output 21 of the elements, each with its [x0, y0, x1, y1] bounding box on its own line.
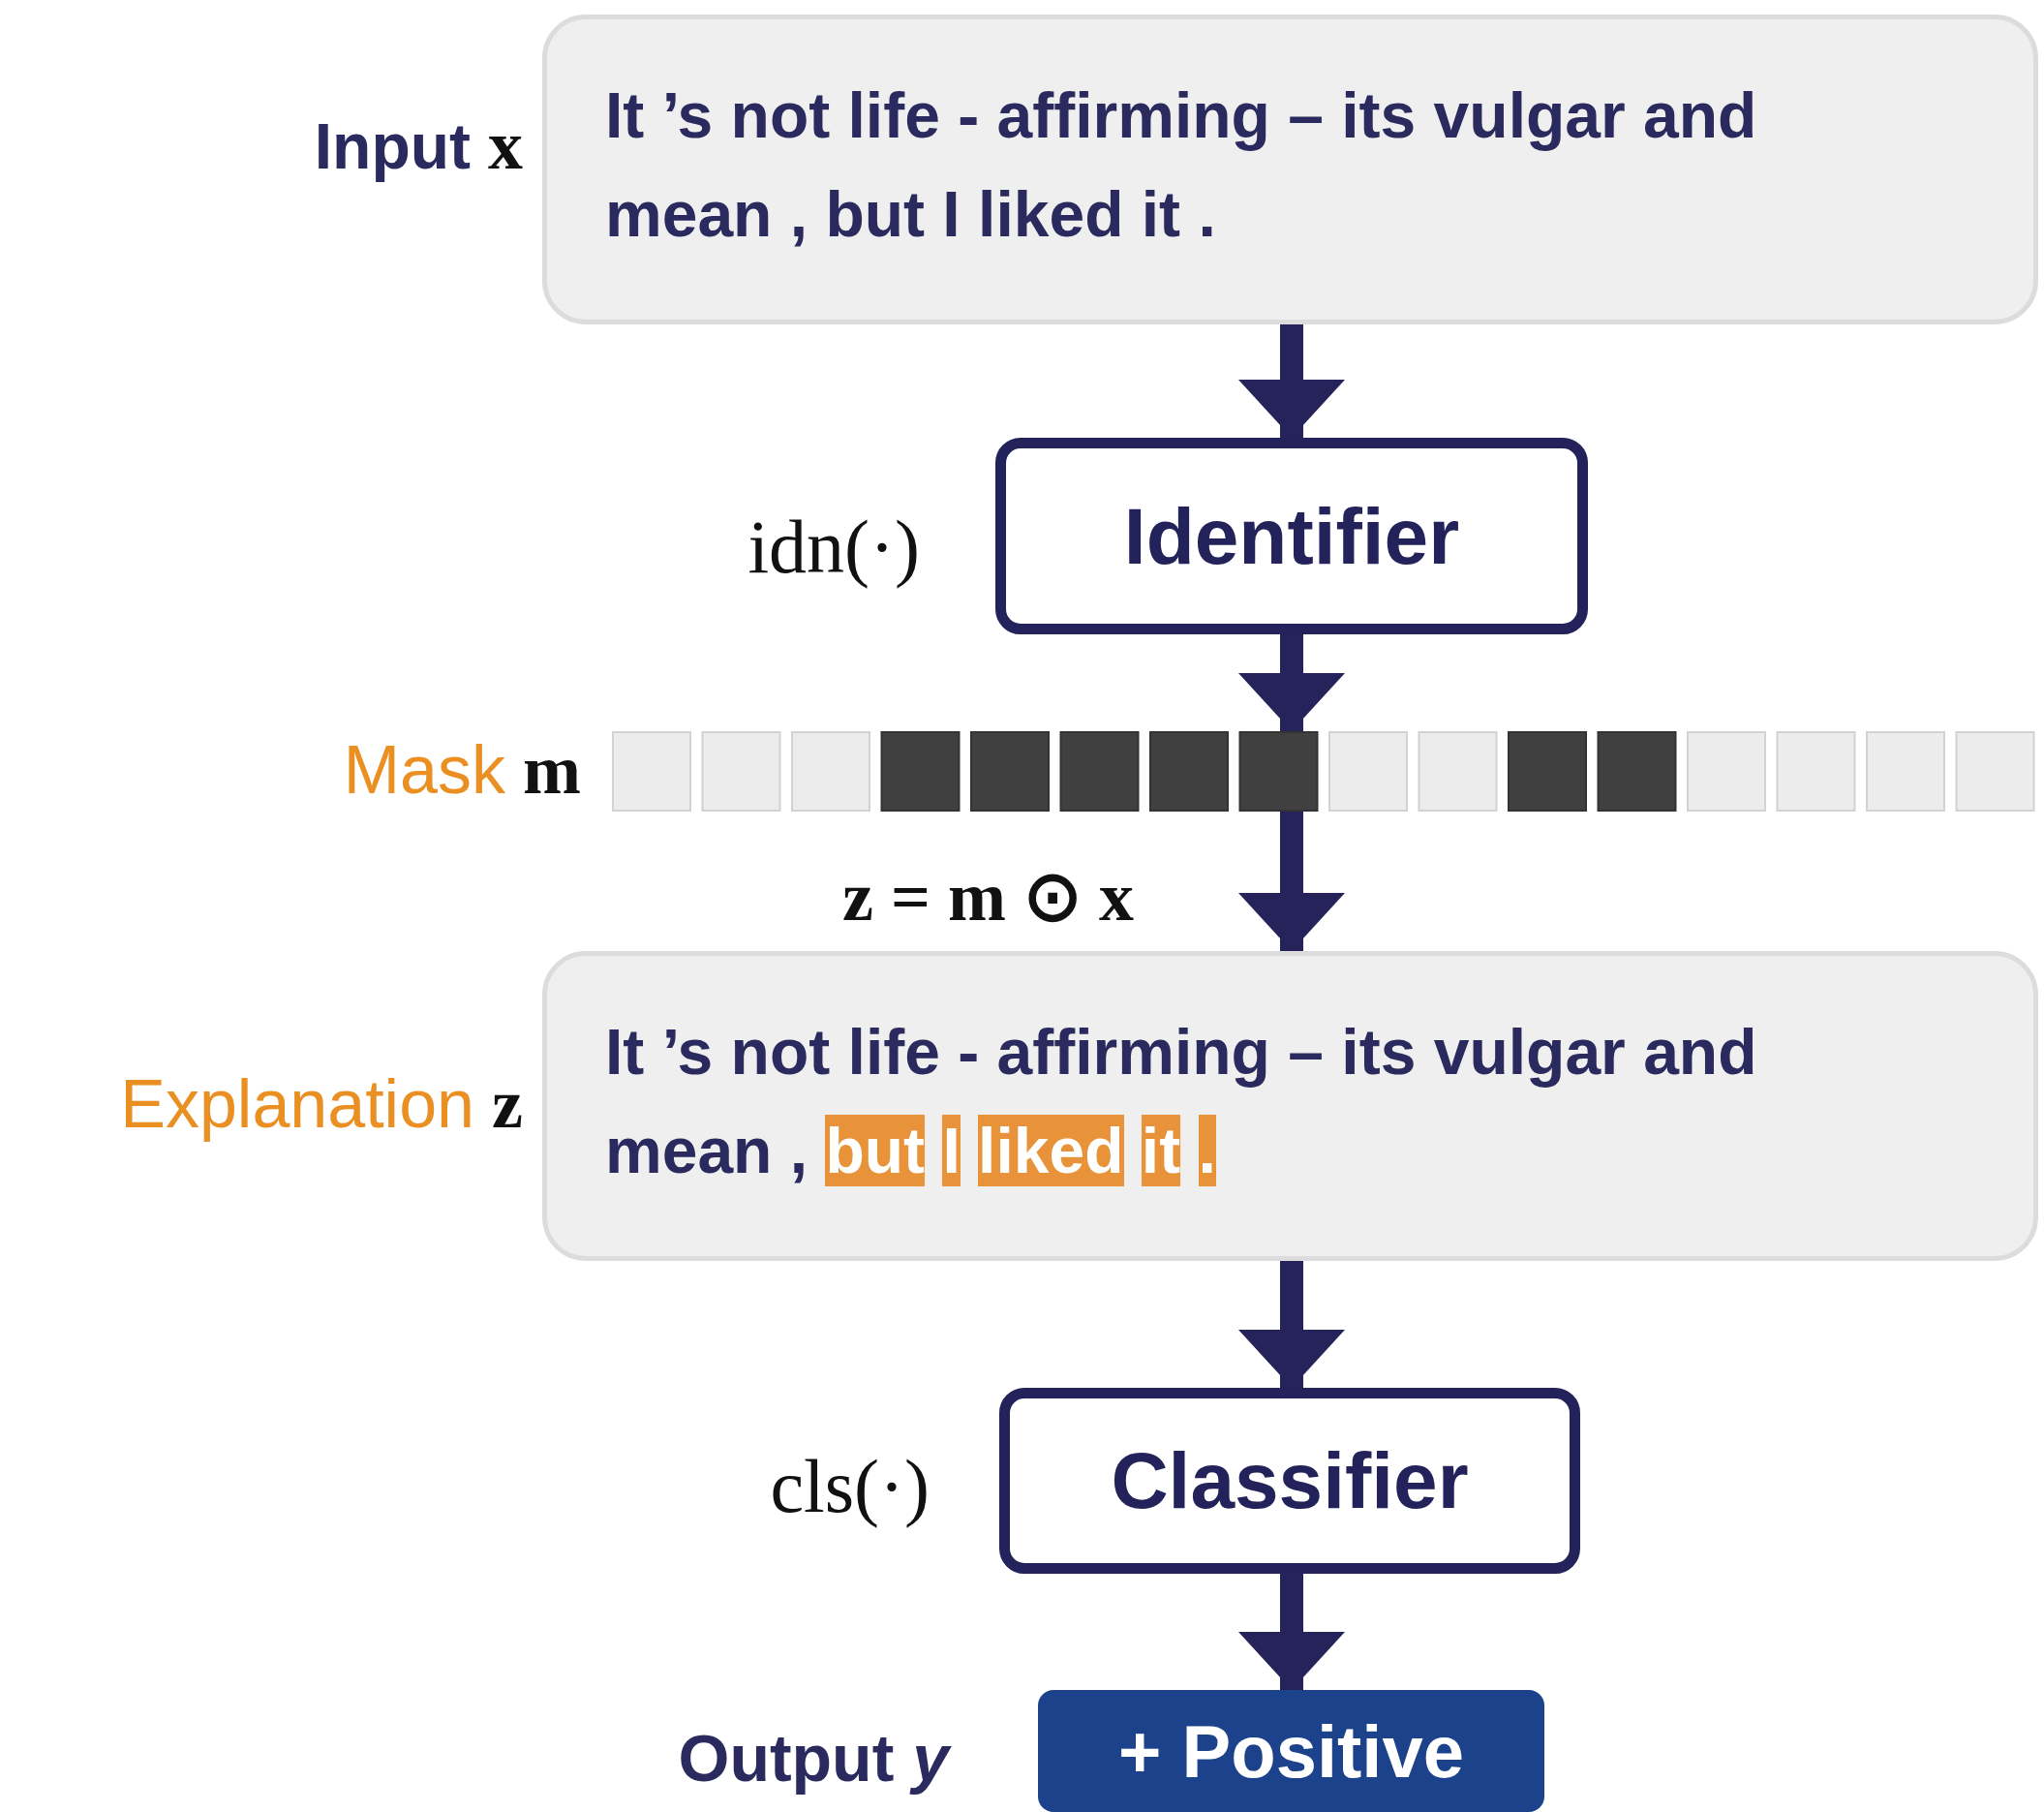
- output-badge: [1038, 1690, 1544, 1812]
- side-label: idn(·): [747, 504, 920, 591]
- arrow: [1238, 634, 1345, 731]
- process-label: Classifier: [1111, 1435, 1469, 1526]
- side-label: cls(·): [770, 1443, 930, 1530]
- arrow: [1238, 324, 1345, 438]
- side-label: Input x: [314, 105, 523, 186]
- process-box: [999, 1388, 1580, 1574]
- side-label: Explanation z: [120, 1063, 523, 1145]
- explanation-text-box: [542, 951, 2038, 1261]
- badge-label: + Positive: [1118, 1708, 1464, 1794]
- side-label: Mask m: [343, 729, 581, 811]
- sentence-text: It ’s not life - affirming – its vulgar and mean , but I liked it .: [605, 78, 1758, 253]
- edge-label: z = m ⊙ x: [842, 857, 1134, 937]
- process-label: Identifier: [1123, 490, 1460, 582]
- arrow: [1238, 812, 1345, 951]
- arrow: [1238, 1261, 1345, 1388]
- arrow: [1238, 1574, 1345, 1690]
- process-box: [995, 438, 1588, 634]
- sentence-text: It ’s not life - affirming – its vulgar and mean , but I liked it .: [605, 1015, 1758, 1189]
- input-text-box: [542, 15, 2038, 324]
